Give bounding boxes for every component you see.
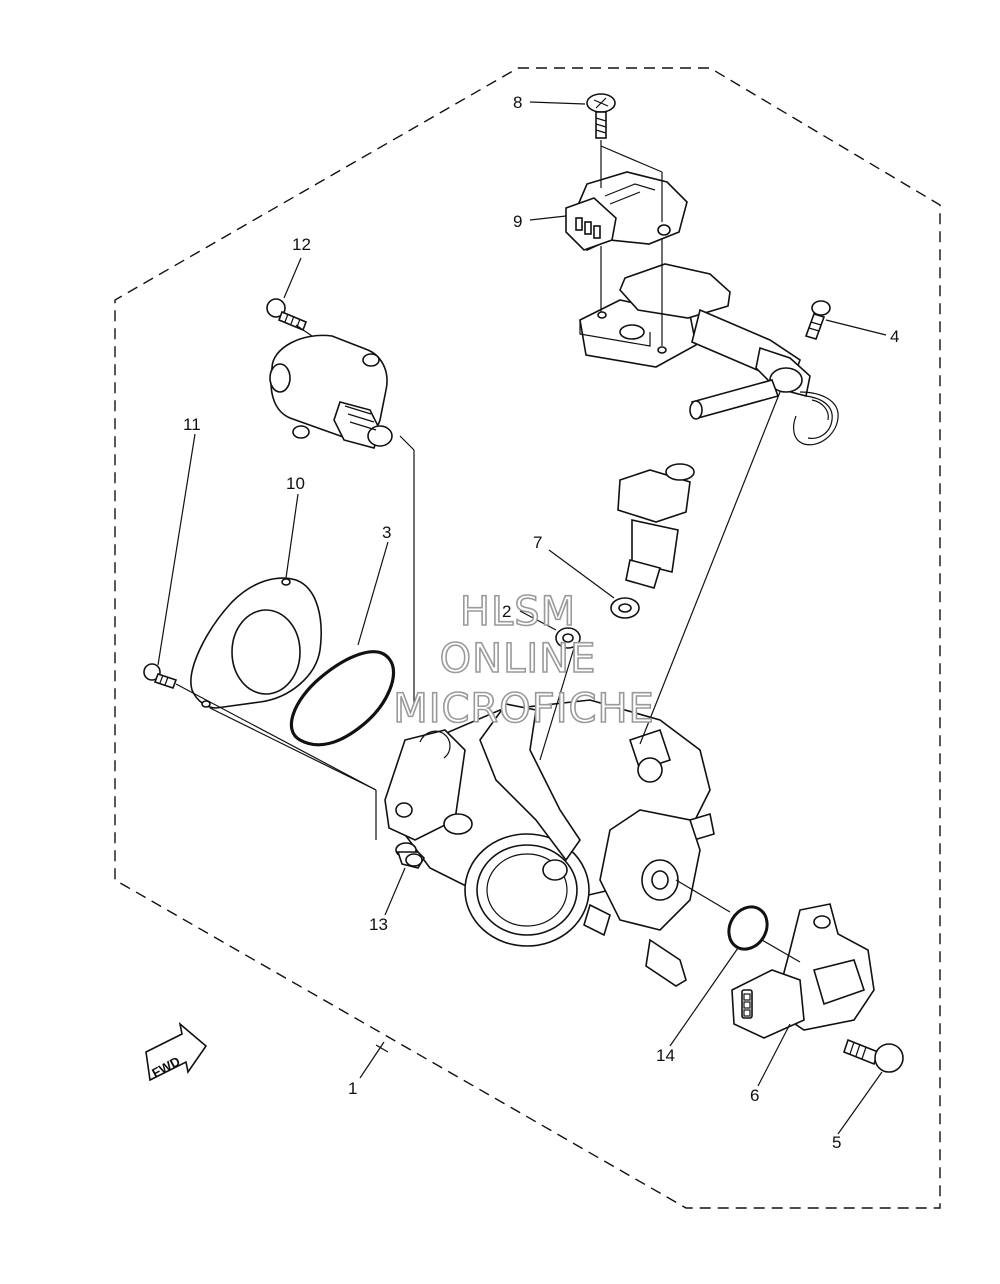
leader-lines bbox=[157, 101, 887, 1135]
callout-2: 2 bbox=[502, 602, 511, 621]
o-ring-part-14 bbox=[727, 905, 769, 951]
o-ring-part-3 bbox=[289, 650, 396, 747]
callout-12: 12 bbox=[292, 235, 311, 254]
callout-8: 8 bbox=[513, 93, 522, 112]
sensor-part-6 bbox=[731, 903, 875, 1039]
callout-13: 13 bbox=[369, 915, 388, 934]
fuel-rail-assembly bbox=[579, 263, 839, 446]
watermark-line-2: ONLINE bbox=[440, 636, 597, 682]
sensor-part-9 bbox=[565, 171, 688, 252]
screw-part-11 bbox=[143, 663, 178, 690]
clamp-part-2 bbox=[555, 627, 581, 649]
callout-11: 11 bbox=[183, 415, 201, 434]
throttle-body-part-1 bbox=[384, 699, 715, 987]
callout-7: 7 bbox=[533, 533, 542, 552]
seal-part-7 bbox=[610, 597, 640, 619]
watermark: HLSM ONLINE MICROFICHE bbox=[392, 588, 655, 733]
callout-labels: 8 9 12 4 11 10 3 7 2 13 14 6 1 5 bbox=[183, 93, 899, 1152]
screw-part-8 bbox=[586, 93, 616, 139]
callout-9: 9 bbox=[513, 212, 522, 231]
screw-part-4 bbox=[804, 300, 831, 340]
plug-part-13 bbox=[395, 842, 426, 869]
bolt-part-5 bbox=[843, 1038, 904, 1073]
callout-6: 6 bbox=[750, 1086, 759, 1105]
callout-4: 4 bbox=[890, 327, 899, 346]
gasket-part-10 bbox=[190, 577, 322, 709]
callout-3: 3 bbox=[382, 523, 391, 542]
assembly-boundary bbox=[114, 67, 941, 1209]
callout-1: 1 bbox=[348, 1079, 357, 1098]
watermark-line-3: MICROFICHE bbox=[393, 686, 655, 732]
idle-air-valve bbox=[269, 334, 393, 449]
bolt-part-12 bbox=[266, 298, 308, 332]
fuel-injector bbox=[617, 463, 695, 589]
callout-5: 5 bbox=[832, 1133, 841, 1152]
callout-14: 14 bbox=[656, 1046, 675, 1065]
callout-10: 10 bbox=[286, 474, 305, 493]
watermark-line-1: HLSM bbox=[460, 589, 576, 635]
fwd-arrow-icon: FWD bbox=[145, 1021, 208, 1082]
